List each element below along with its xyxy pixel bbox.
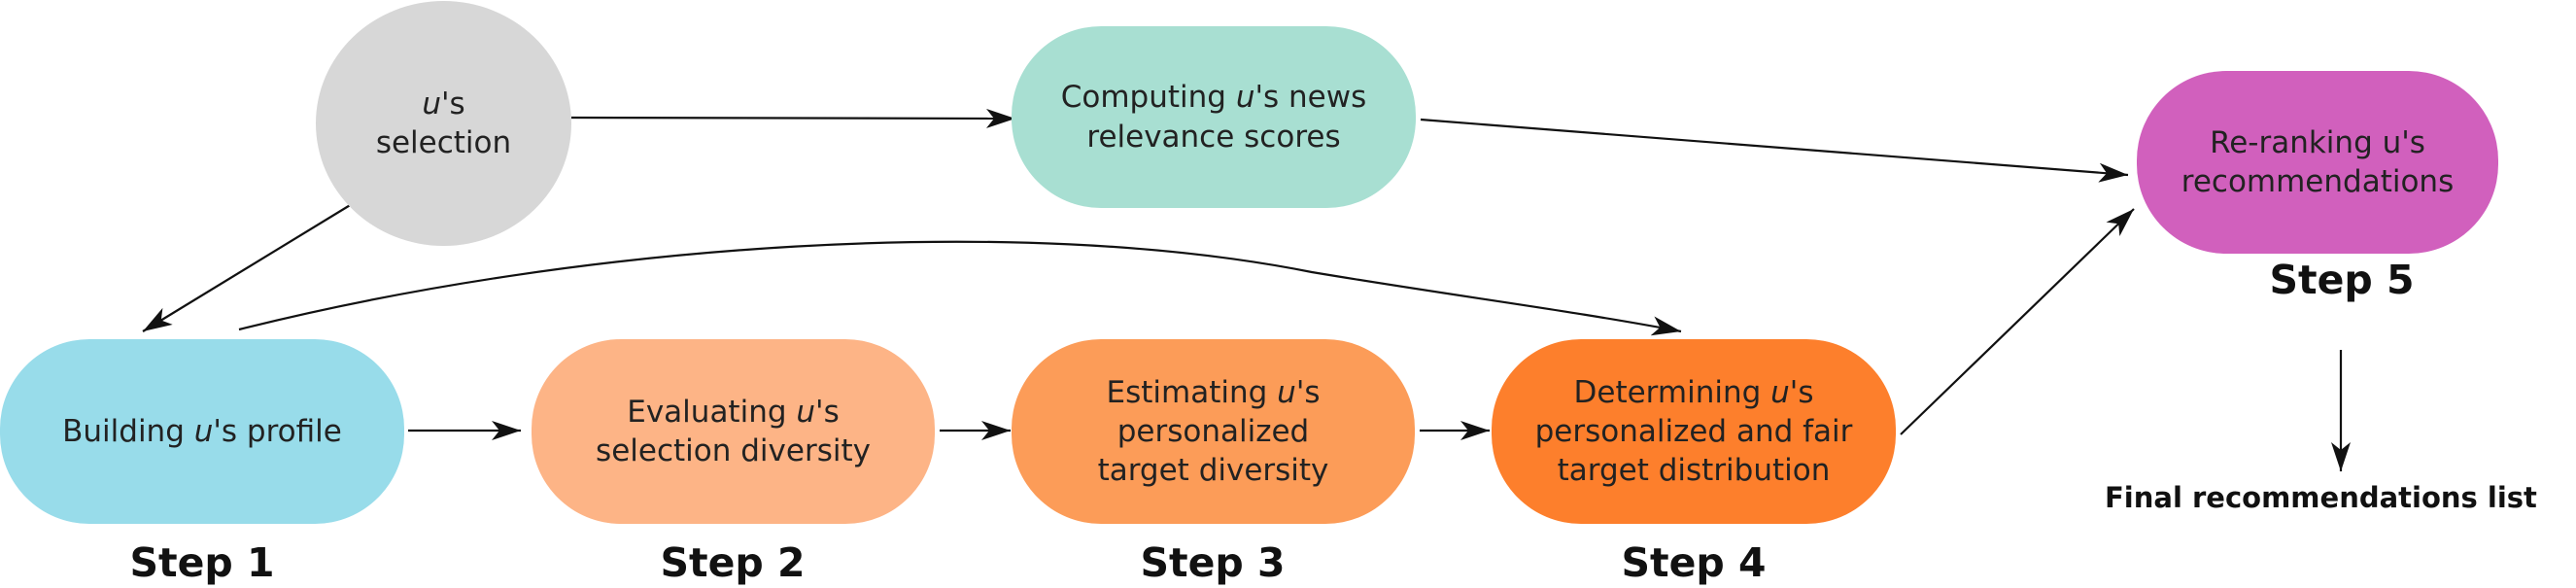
node-reranking: Re-ranking u's recommendations: [2137, 71, 2498, 254]
node-relevance-scores-line2: relevance scores: [1086, 119, 1341, 155]
node-target-diversity: Estimating u's personalized target diver…: [1012, 339, 1415, 524]
arrow-profile-to-distribution: [238, 240, 1682, 336]
node-reranking-line1: Re-ranking u's: [2210, 124, 2425, 160]
node-target-distribution-line3: target distribution: [1557, 453, 1831, 489]
step-5-label: Step 5: [2269, 257, 2415, 303]
node-selection-diversity-line1: Evaluating u's: [627, 394, 840, 430]
node-target-distribution-line1: Determining u's: [1573, 374, 1814, 410]
node-selection-diversity: Evaluating u's selection diversity: [532, 339, 935, 524]
node-user-selection-line1: u's: [422, 86, 465, 121]
node-user-selection-line2: selection: [375, 125, 512, 160]
arrow-step4-to-rerank: [1900, 208, 2135, 435]
step-3-label: Step 3: [1140, 539, 1286, 586]
node-target-diversity-line3: target diversity: [1097, 453, 1329, 489]
arrow-selection-to-profile: [142, 203, 353, 332]
step-1-label: Step 1: [129, 539, 275, 586]
node-target-diversity-line1: Estimating u's: [1106, 374, 1321, 410]
node-building-profile-line1: Building u's profile: [62, 413, 342, 449]
node-user-selection: u's selection: [316, 1, 571, 246]
step-4-label: Step 4: [1621, 539, 1767, 586]
final-recommendations-label: Final recommendations list: [2105, 481, 2537, 514]
arrow-selection-to-relevance: [570, 108, 1016, 128]
arrow-relevance-to-rerank: [1420, 118, 2129, 183]
node-target-diversity-line2: personalized: [1116, 413, 1310, 449]
step-2-label: Step 2: [660, 539, 806, 586]
node-relevance-scores: Computing u's news relevance scores: [1012, 26, 1416, 208]
node-building-profile: Building u's profile: [0, 339, 404, 524]
node-relevance-scores-line1: Computing u's news: [1060, 80, 1367, 116]
node-reranking-line2: recommendations: [2181, 164, 2455, 199]
node-target-distribution: Determining u's personalized and fair ta…: [1492, 339, 1896, 524]
node-target-distribution-line2: personalized and fair: [1534, 413, 1853, 449]
node-selection-diversity-line2: selection diversity: [596, 433, 871, 468]
